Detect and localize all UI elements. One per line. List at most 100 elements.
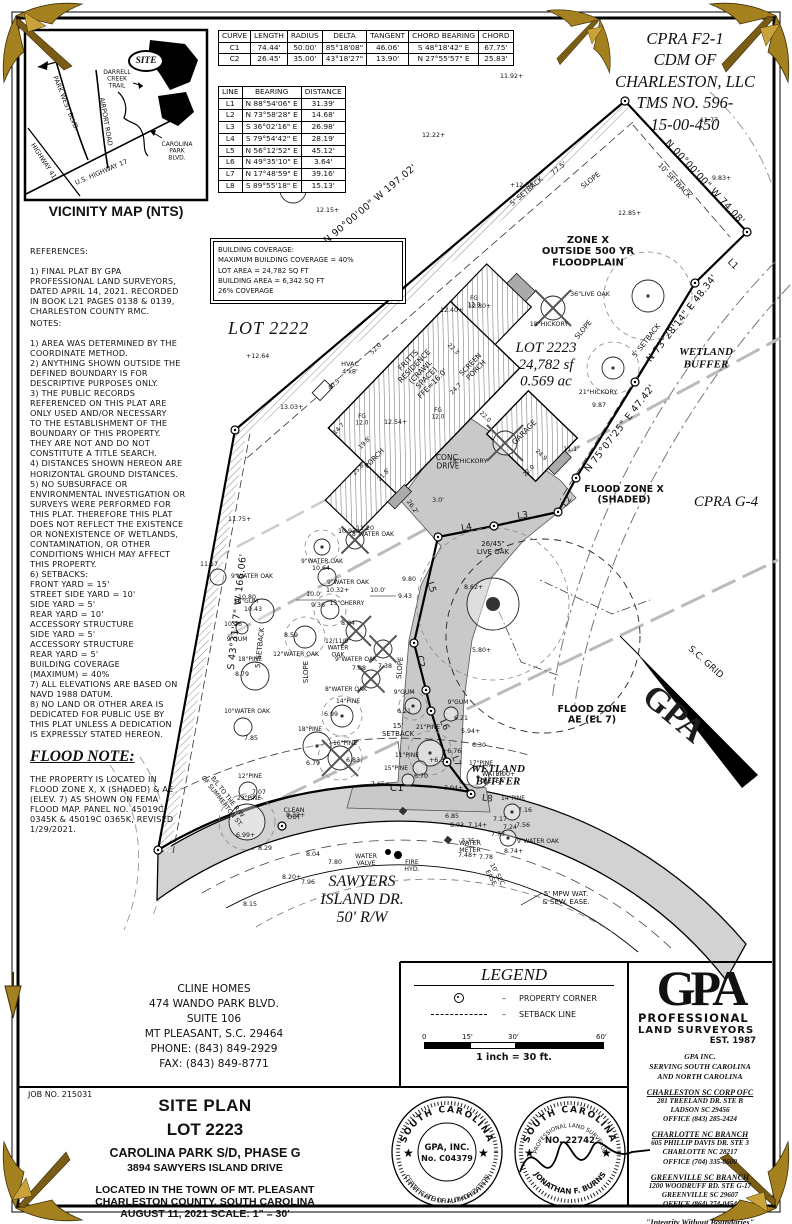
line-label: L3 xyxy=(517,510,529,521)
office-heading: CHARLOTTE NC BRANCH xyxy=(651,1130,749,1140)
svg-text:CERTIFICATE OF AUTHORIZATION: CERTIFICATE OF AUTHORIZATION xyxy=(403,1173,492,1205)
spot-elevation: 6.79 xyxy=(306,760,320,767)
table-cell: L6 xyxy=(218,156,243,170)
table-cell: LINE xyxy=(218,86,243,99)
table-cell: N 56°12'52" E xyxy=(241,144,302,158)
tree xyxy=(293,625,317,649)
table-cell: L1 xyxy=(218,97,243,111)
leader-line xyxy=(520,892,543,906)
table-cell: L5 xyxy=(218,144,243,158)
tree-label: 36"LIVE OAK xyxy=(570,291,611,298)
gpa-surveyors: LAND SURVEYORS xyxy=(638,1025,755,1036)
table-cell: DELTA xyxy=(321,30,368,43)
slope-label: SLOPE xyxy=(302,661,310,683)
seal-text: NO. 22742 xyxy=(545,1136,595,1146)
spot-elevation: 11.20 xyxy=(356,525,374,532)
spot-elevation: 7.78 xyxy=(479,854,493,861)
tree-trunk xyxy=(646,294,650,298)
tree xyxy=(249,598,275,624)
tree-canopy xyxy=(586,341,640,395)
tree-canopy xyxy=(284,616,326,658)
road-centerline xyxy=(201,839,675,952)
line-label: L8 xyxy=(481,793,493,804)
location-line2: CHARLESTON COUNTY, SOUTH CAROLINA xyxy=(95,1196,315,1208)
spot-elevation: 9.83+ xyxy=(712,175,731,182)
setback-label: 15'SETBACK xyxy=(382,722,414,738)
slope-label: SLOPE xyxy=(395,656,405,679)
tree-trunk xyxy=(315,744,319,748)
building-coverage-box: BUILDING COVERAGE: MAXIMUM BUILDING COVE… xyxy=(210,238,406,304)
inner-border xyxy=(16,16,776,1208)
spot-elevation: 7.65+ xyxy=(371,781,390,788)
spot-elevation: 13.03+ xyxy=(280,404,303,411)
tree-trunk xyxy=(340,714,344,718)
spot-elevation: 7.08 xyxy=(352,665,366,672)
line-label: L7 xyxy=(449,755,462,769)
table-cell: L3 xyxy=(218,121,243,134)
spot-elevation: 12.85+ xyxy=(618,210,641,217)
spot-elevation: 8.29 xyxy=(258,845,272,852)
table-cell: CURVE xyxy=(217,30,252,43)
removed-tree-x xyxy=(356,664,386,694)
spot-elevation: 10.64 xyxy=(312,565,330,572)
certification-seal: ★ ★ SOUTH CAROLINA CERTIFICATE OF AUTHOR… xyxy=(391,1096,503,1208)
tree-label: 9"GUM xyxy=(448,699,469,706)
table-cell: 50.00' xyxy=(286,41,323,55)
builder-address-block: CLINE HOMES 474 WANDO PARK BLVD. SUITE 1… xyxy=(144,983,284,1071)
star-icon: ★ xyxy=(524,1146,535,1160)
tree xyxy=(233,717,253,737)
table-cell: S 79°54'42" E xyxy=(241,132,302,146)
wetland-line xyxy=(709,91,773,186)
wetland-line xyxy=(551,261,776,701)
spot-elevation: +6.76 xyxy=(442,748,461,755)
seal-text: GPA, INC. xyxy=(424,1143,469,1153)
spot-elevation: 7.24 xyxy=(503,824,517,831)
star-icon: ★ xyxy=(601,1146,612,1160)
tree-trunk xyxy=(411,704,415,708)
tree-label: 9"GUM xyxy=(394,689,415,696)
location-line1: LOCATED IN THE TOWN OF MT. PLEASANT xyxy=(95,1184,315,1196)
notes-block: NOTES: 1) AREA WAS DETERMINED BY THE COO… xyxy=(30,308,206,749)
water-meter-symbol xyxy=(398,806,408,816)
spot-elevation: 11.92+ xyxy=(500,73,523,80)
tree xyxy=(240,661,270,691)
slope-dash-line xyxy=(251,558,779,814)
water-valve-symbol xyxy=(385,849,391,855)
spot-elevation: 12.40+ xyxy=(440,307,463,314)
title-block: SITE PLAN LOT 2223 CAROLINA PARK S/D, PH… xyxy=(30,1096,380,1220)
tree-label: 8"WATER OAK xyxy=(325,686,368,693)
tree-trunk xyxy=(611,366,615,370)
fire-hydrant-symbol xyxy=(394,851,402,859)
tree-trunk xyxy=(486,597,500,611)
spot-elevation: 6.99 xyxy=(324,711,338,718)
office-address: 281 TREELAND DR. STE B LADSON SC 29456 O… xyxy=(656,1096,744,1124)
sc-grid-label: S.C. GRID xyxy=(686,644,725,681)
spot-elevation: 6.85 xyxy=(445,813,459,820)
notes-body: 1) AREA WAS DETERMINED BY THE COORDINATE… xyxy=(30,338,186,740)
scale-caption: 1 inch = 30 ft. xyxy=(476,1052,552,1063)
office-address: 605 PHILLIP DAVIS DR. STE 3 CHARLOTTE NC… xyxy=(651,1139,749,1166)
gpa-professional: PROFESSIONAL xyxy=(638,1011,749,1025)
office-heading: GREENVILLE SC BRANCH xyxy=(650,1172,750,1182)
leader-line xyxy=(397,740,401,759)
flood-zone-x-label: FLOOD ZONE X(SHADED) xyxy=(584,484,664,506)
spot-elevation: 9.36 xyxy=(311,602,325,609)
tree-label: 11"PINE xyxy=(395,752,419,759)
legend: LEGEND – PROPERTY CORNER – SETBACK LINE … xyxy=(401,963,627,1086)
tree-canopy xyxy=(313,593,347,627)
spot-elevation: 8.15 xyxy=(243,901,257,908)
spot-elevation: 8.62+ xyxy=(464,584,483,591)
tree-label: 9"WATER OAK xyxy=(517,838,560,845)
tree-canopy xyxy=(304,529,340,565)
removed-tree-x xyxy=(486,424,524,462)
table-cell: N 88°54'06" E xyxy=(241,97,302,111)
dimension-label: 22.0 xyxy=(478,410,493,424)
